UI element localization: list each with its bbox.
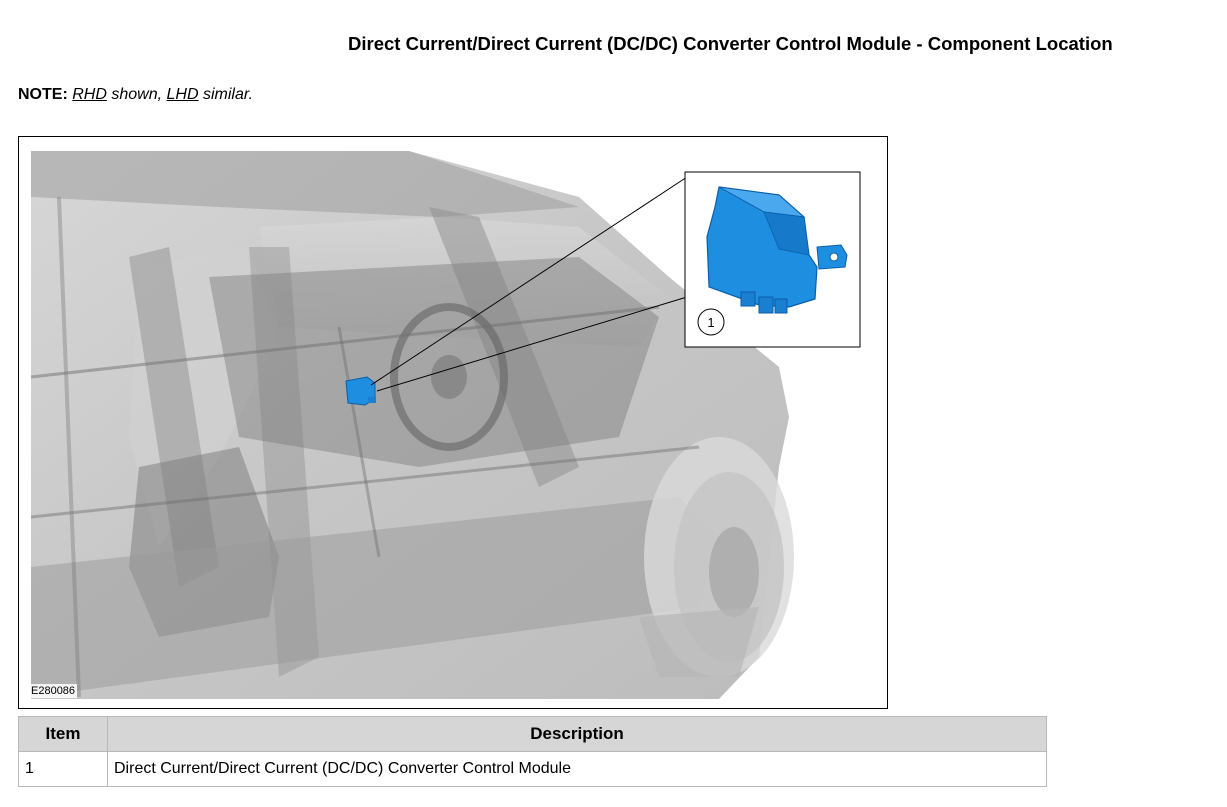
module-detail-callout: 1: [684, 171, 861, 348]
vehicle-illustration: 1: [29, 147, 861, 699]
items-table: Item Description 1 Direct Current/Direct…: [18, 716, 1047, 787]
page-title: Direct Current/Direct Current (DC/DC) Co…: [348, 33, 1113, 54]
description-cell: Direct Current/Direct Current (DC/DC) Co…: [107, 751, 1047, 787]
figure-id: E280086: [29, 684, 78, 698]
note-text-similar: similar.: [198, 86, 254, 103]
item-cell: 1: [18, 751, 108, 787]
rhd-link[interactable]: RHD: [72, 86, 107, 103]
table-row: 1 Direct Current/Direct Current (DC/DC) …: [18, 751, 1047, 787]
note: NOTE: RHD shown, LHD similar.: [18, 86, 253, 104]
callout-number: 1: [707, 315, 714, 330]
note-text-shown: shown,: [106, 86, 167, 103]
item-column-header: Item: [18, 716, 108, 752]
lhd-link[interactable]: LHD: [166, 86, 199, 103]
note-label: NOTE:: [18, 86, 68, 103]
description-column-header: Description: [107, 716, 1047, 752]
module-location-marker: [345, 376, 376, 406]
table-header-row: Item Description: [18, 716, 1047, 752]
component-location-figure: 1 E280086: [18, 136, 888, 709]
